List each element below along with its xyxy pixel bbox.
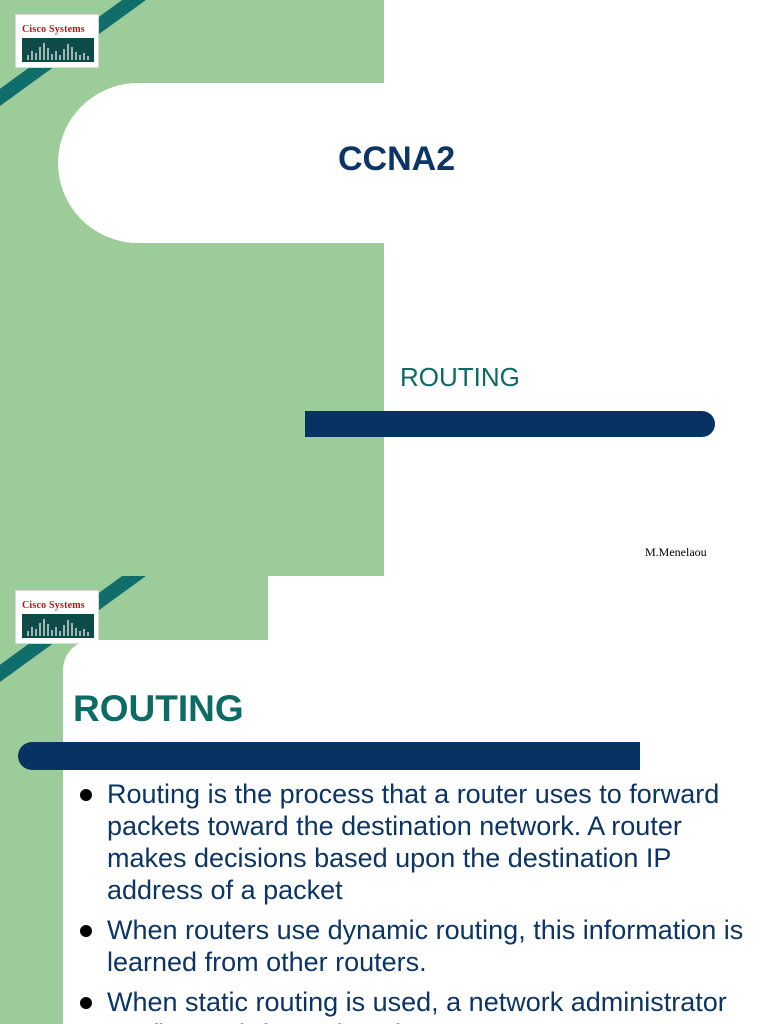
slide1-title: CCNA2 xyxy=(338,140,456,178)
bullet-dot-icon xyxy=(80,997,92,1009)
slide2-title: ROUTING xyxy=(73,688,244,729)
navy-divider-bar xyxy=(18,742,640,770)
title-slide: Cisco Systems CC xyxy=(0,0,768,576)
cisco-bridge-icon xyxy=(22,38,94,62)
cisco-logo: Cisco Systems xyxy=(15,14,99,68)
bullet-item: When static routing is used, a network a… xyxy=(78,986,758,1024)
bullet-text: Routing is the process that a router use… xyxy=(107,779,720,905)
slide1-author: M.Menelaou xyxy=(645,545,707,559)
navy-divider-bar xyxy=(305,411,715,437)
cisco-logo: Cisco Systems xyxy=(15,590,99,644)
bullet-list: Routing is the process that a router use… xyxy=(78,778,758,1024)
cisco-bridge-icon xyxy=(22,614,94,638)
bullet-text: When routers use dynamic routing, this i… xyxy=(107,915,744,977)
bullet-text: When static routing is used, a network a… xyxy=(107,987,727,1024)
bullet-item: When routers use dynamic routing, this i… xyxy=(78,914,758,978)
content-slide: Cisco Systems R xyxy=(0,576,768,1024)
content-panel-background xyxy=(63,640,768,1024)
bullet-item: Routing is the process that a router use… xyxy=(78,778,758,906)
cisco-logo-text: Cisco Systems xyxy=(22,24,85,35)
slide1-subtitle: ROUTING xyxy=(400,362,520,392)
bullet-dot-icon xyxy=(80,789,92,801)
cisco-logo-text: Cisco Systems xyxy=(22,600,85,611)
bullet-dot-icon xyxy=(80,925,92,937)
title-pill-background xyxy=(58,83,768,243)
